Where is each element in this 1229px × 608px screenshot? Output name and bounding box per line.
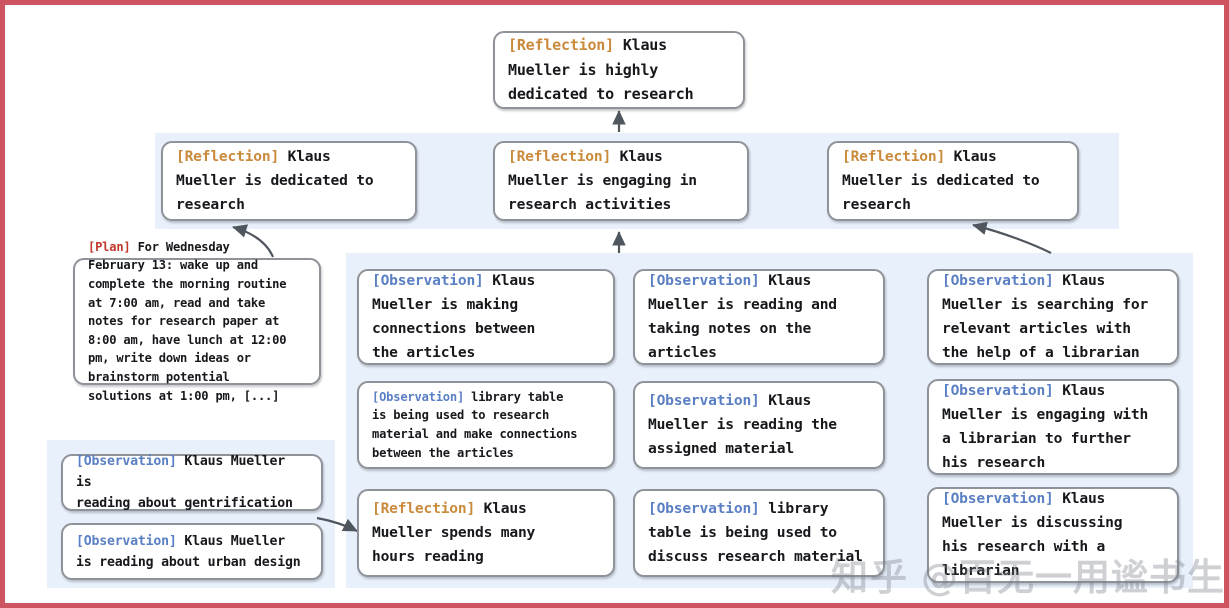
observation-c3-text: [Observation] Klaus Mueller is discussin… [929,487,1135,583]
reflection-tag: [Reflection] [508,36,614,55]
observation-c1-text: [Observation] Klaus Mueller is searching… [929,269,1161,365]
reflection-left-body: Klaus Mueller is dedicated to research [176,148,374,213]
arrow-column-c-to-right-reflection [972,221,1052,254]
observation-node-c2[interactable]: [Observation] Klaus Mueller is engaging … [927,379,1179,475]
reflection-node-right[interactable]: [Reflection] Klaus Mueller is dedicated … [827,141,1079,221]
root-reflection-text: [Reflection] Klaus Mueller is highly ded… [495,33,706,107]
observation-urban-design-text: [Observation] Klaus Mueller is reading a… [63,531,313,573]
root-reflection-body: Klaus Mueller is highly dedicated to res… [508,36,694,104]
observation-tag: [Observation] [372,272,484,289]
reflection-tag: [Reflection] [372,500,476,517]
observation-c2-body: Klaus Mueller is engaging with a librari… [942,382,1149,471]
reflection-middle-body: Klaus Mueller is engaging in research ac… [508,148,697,213]
reflection-node-left[interactable]: [Reflection] Klaus Mueller is dedicated … [161,141,417,221]
observation-c2-text: [Observation] Klaus Mueller is engaging … [929,379,1161,475]
observation-node-c1[interactable]: [Observation] Klaus Mueller is searching… [927,269,1179,365]
observation-b3-text: [Observation] library table is being use… [635,497,876,569]
observation-a1-text: [Observation] Klaus Mueller is making co… [359,269,548,365]
observation-node-b1[interactable]: [Observation] Klaus Mueller is reading a… [633,269,885,365]
observation-tag: [Observation] [942,382,1054,399]
observation-tag: [Observation] [942,490,1054,507]
plan-tag: [Plan] [88,239,131,254]
observation-node-b2[interactable]: [Observation] Klaus Mueller is reading t… [633,381,885,469]
reflection-right-body: Klaus Mueller is dedicated to research [842,148,1040,213]
reflection-tag: [Reflection] [508,148,612,165]
reflection-left-text: [Reflection] Klaus Mueller is dedicated … [163,145,386,217]
observation-b2-body: Klaus Mueller is reading the assigned ma… [648,392,837,457]
observation-node-b3[interactable]: [Observation] library table is being use… [633,489,885,577]
reflection-a3-text: [Reflection] Klaus Mueller spends many h… [359,497,548,569]
observation-b2-text: [Observation] Klaus Mueller is reading t… [635,389,850,461]
observation-tag: [Observation] [648,272,760,289]
reflection-node-middle[interactable]: [Reflection] Klaus Mueller is engaging i… [493,141,749,221]
observation-tag: [Observation] [76,533,177,549]
observation-b3-body: library table is being used to discuss r… [648,500,863,565]
observation-node-a2[interactable]: [Observation] library table is being use… [357,381,615,469]
observation-c1-body: Klaus Mueller is searching for relevant … [942,272,1149,361]
observation-b1-body: Klaus Mueller is reading and taking note… [648,272,837,361]
reflection-middle-text: [Reflection] Klaus Mueller is engaging i… [495,145,710,217]
observation-a1-body: Klaus Mueller is making connections betw… [372,272,536,361]
reflection-a3-body: Klaus Mueller spends many hours reading [372,500,536,565]
reflection-tag: [Reflection] [842,148,946,165]
observation-tag: [Observation] [648,500,760,517]
observation-node-gentrification[interactable]: [Observation] Klaus Mueller is reading a… [61,454,323,511]
observation-a2-body: library table is being used to research … [372,389,578,460]
observation-tag: [Observation] [648,392,760,409]
observation-a2-text: [Observation] library table is being use… [359,388,590,462]
plan-node[interactable]: [Plan] For Wednesday February 13: wake u… [73,240,321,403]
observation-node-urban-design[interactable]: [Observation] Klaus Mueller is reading a… [61,523,323,580]
observation-node-a1[interactable]: [Observation] Klaus Mueller is making co… [357,269,615,365]
observation-gentrification-text: [Observation] Klaus Mueller is reading a… [63,451,321,514]
observation-urban-design-body: Klaus Mueller is reading about urban des… [76,533,301,570]
observation-tag: [Observation] [76,454,177,469]
observation-tag: [Observation] [372,389,465,404]
observation-gentrification-body: Klaus Mueller is reading about gentrific… [76,454,293,511]
plan-text: [Plan] For Wednesday February 13: wake u… [75,238,299,405]
observation-b1-text: [Observation] Klaus Mueller is reading a… [635,269,850,365]
reflection-tag: [Reflection] [176,148,280,165]
observation-node-c3[interactable]: [Observation] Klaus Mueller is discussin… [927,487,1179,583]
root-reflection-node[interactable]: [Reflection] Klaus Mueller is highly ded… [493,31,745,109]
observation-tag: [Observation] [942,272,1054,289]
reflection-right-text: [Reflection] Klaus Mueller is dedicated … [829,145,1052,217]
plan-body: For Wednesday February 13: wake up and c… [88,239,287,403]
reflection-node-a3[interactable]: [Reflection] Klaus Mueller spends many h… [357,489,615,577]
observation-c3-body: Klaus Mueller is discussing his research… [942,490,1123,579]
